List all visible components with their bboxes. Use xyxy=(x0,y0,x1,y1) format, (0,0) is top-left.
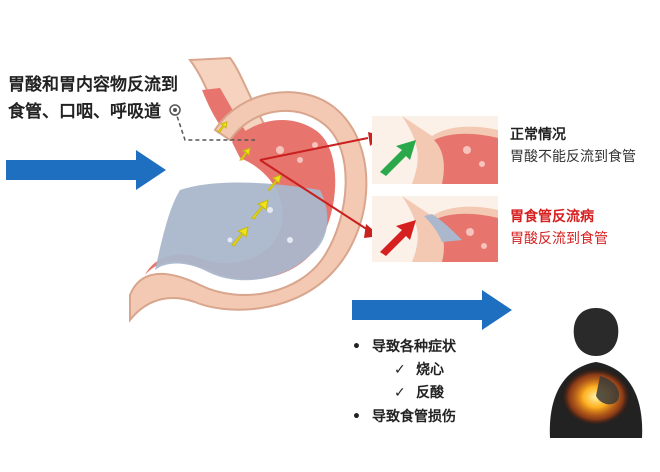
normal-case-title: 正常情况 xyxy=(510,127,566,143)
list-item: •导致各种症状 xyxy=(352,339,456,355)
blue-arrow-right xyxy=(352,290,512,330)
normal-thumbnail xyxy=(372,116,498,184)
list-subitem: ✓烧心 xyxy=(394,359,444,381)
gerd-case-description: 胃酸反流到食管 xyxy=(510,231,608,247)
check-icon: ✓ xyxy=(394,385,406,401)
person-heartburn-illustration xyxy=(540,298,652,438)
gerd-case-title: 胃食管反流病 xyxy=(510,209,594,225)
pointer-lines xyxy=(259,132,382,238)
gerd-thumbnail xyxy=(372,196,498,262)
intro-text: 胃酸和胃内容物反流到食管、口咽、呼吸道 xyxy=(8,75,178,122)
normal-case-description: 胃酸不能反流到食管 xyxy=(510,149,636,165)
list-item: •导致食管损伤 xyxy=(352,409,456,425)
check-icon: ✓ xyxy=(394,362,406,378)
stomach-illustration xyxy=(129,56,368,323)
blue-arrow-left xyxy=(6,150,166,190)
list-subitem: ✓反酸 xyxy=(394,382,444,404)
